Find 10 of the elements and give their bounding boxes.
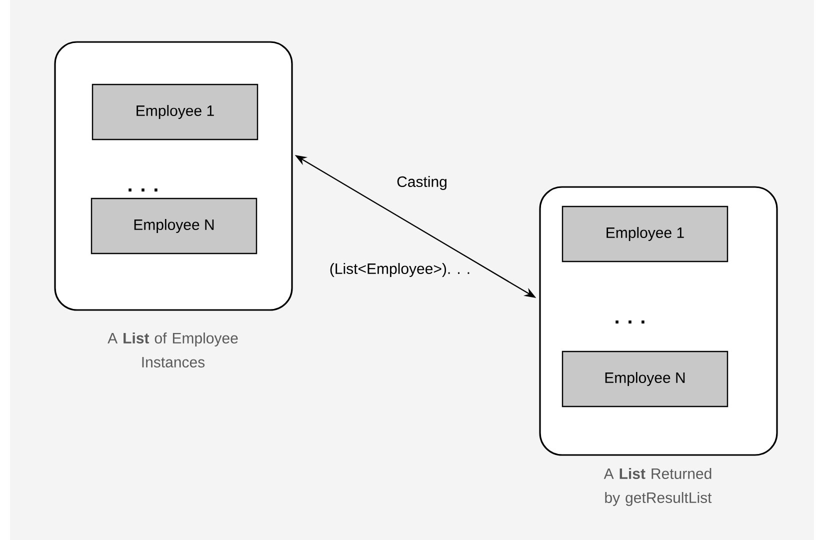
node-label: A List of Employee Instances <box>108 332 238 368</box>
cast-expression: (List<Employee>). . . <box>330 263 470 277</box>
employee-box: Employee N <box>562 350 728 408</box>
ellipsis: . . . <box>616 320 644 324</box>
node-label: A List Returned by getResultList <box>604 468 712 506</box>
ellipsis: . . . <box>128 188 158 192</box>
employee-box: Employee N <box>90 198 258 254</box>
edge-label: Casting <box>397 176 446 190</box>
employee-box: Employee 1 <box>562 206 728 262</box>
employee-box: Employee 1 <box>92 84 258 140</box>
